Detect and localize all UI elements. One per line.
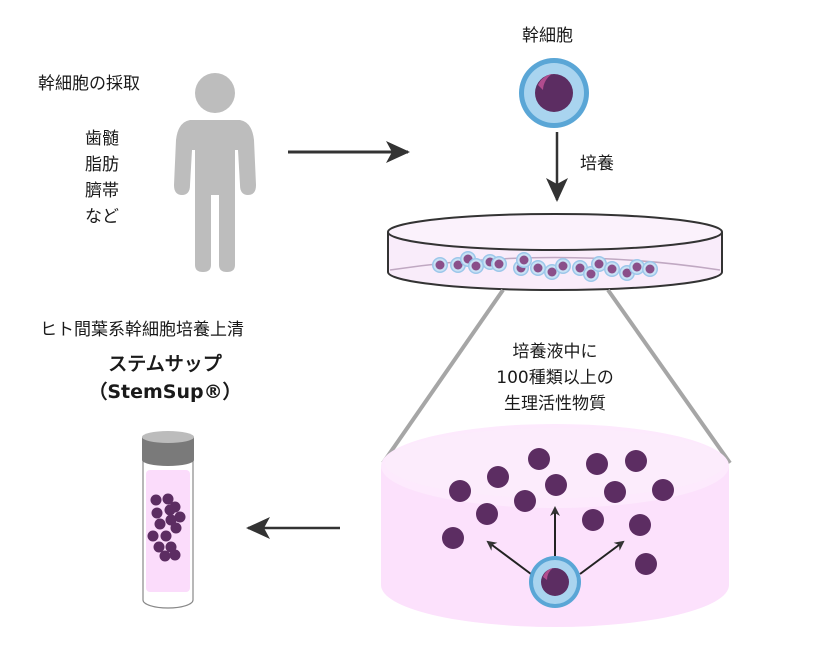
human-figure-icon	[174, 73, 256, 272]
vial-particle-dot	[162, 493, 174, 505]
vial-particle-dot	[147, 530, 159, 542]
bioactive-factor-dot	[545, 474, 567, 496]
zoom-line-right	[606, 288, 732, 465]
product-name: ステムサップ	[108, 353, 222, 375]
source-teeth-pulp: 歯髄	[85, 129, 119, 149]
product-brand: （StemSup®）	[88, 381, 242, 403]
bioactive-factor-dot	[449, 480, 471, 502]
bioactive-factor-dot	[625, 450, 647, 472]
petri-dish-icon	[387, 213, 723, 291]
vial-particle-dot	[160, 530, 172, 542]
cultured-cell-icon	[491, 256, 507, 272]
cultured-cell-icon	[642, 261, 658, 277]
bioactive-factor-dot	[629, 514, 651, 536]
product-description: ヒト間葉系幹細胞培養上清	[40, 320, 244, 340]
vial-particle-dot	[169, 549, 181, 561]
cultured-cell-icon	[604, 261, 620, 277]
bioactive-factor-dot	[528, 448, 550, 470]
culture-step-label: 培養	[580, 154, 614, 174]
bioactive-factor-dot	[442, 527, 464, 549]
vial-particle-dot	[165, 514, 177, 526]
cultured-cell-icon	[432, 257, 448, 273]
collection-title: 幹細胞の採取	[38, 74, 140, 94]
source-umbilical-cord: 臍帯	[85, 181, 119, 201]
vial-particle-dot	[150, 494, 162, 506]
zoom-line-left	[381, 288, 505, 465]
bioactive-factor-dot	[652, 479, 674, 501]
vial-particle-dot	[169, 501, 181, 513]
cultured-cell-icon	[555, 258, 571, 274]
bioactive-factor-dot	[514, 490, 536, 512]
cultured-cell-icon	[468, 258, 484, 274]
source-etc: など	[85, 207, 119, 227]
cultured-cell-icon	[583, 266, 599, 282]
bioactive-factor-dot	[635, 553, 657, 575]
bioactive-factor-dot	[476, 503, 498, 525]
medium-line-1: 培養液中に	[512, 342, 598, 362]
source-fat: 脂肪	[85, 155, 119, 175]
vial-particle-dot	[174, 511, 186, 523]
arrow-secretion-right	[579, 540, 625, 575]
bioactive-factor-dot	[604, 481, 626, 503]
vial-particle-dot	[153, 541, 165, 553]
cultured-cell-icon	[591, 256, 607, 272]
vial-particle-dot	[151, 507, 163, 519]
stem-cell-label: 幹細胞	[522, 26, 573, 46]
cultured-cell-icon	[629, 259, 645, 275]
medium-line-2: 100種類以上の	[496, 368, 614, 388]
bioactive-factor-dot	[586, 453, 608, 475]
bioactive-factor-dot	[487, 466, 509, 488]
vial-particle-dot	[154, 518, 166, 530]
vial-particle-dot	[159, 550, 171, 562]
bioactive-factor-dot	[582, 509, 604, 531]
arrow-secretion-left	[486, 540, 532, 575]
dish-cells	[432, 251, 658, 282]
medium-line-3: 生理活性物質	[504, 394, 606, 414]
secreted-factors	[442, 448, 674, 575]
cultured-cell-icon	[544, 264, 560, 280]
vial-particle-dot	[170, 522, 182, 534]
vial-particles	[147, 493, 186, 562]
cultured-cell-icon	[619, 265, 635, 281]
cultured-cell-icon	[530, 260, 546, 276]
stem-cell-icon	[519, 58, 589, 128]
secreting-stem-cell-icon	[529, 556, 581, 608]
cultured-cell-icon	[516, 252, 532, 268]
